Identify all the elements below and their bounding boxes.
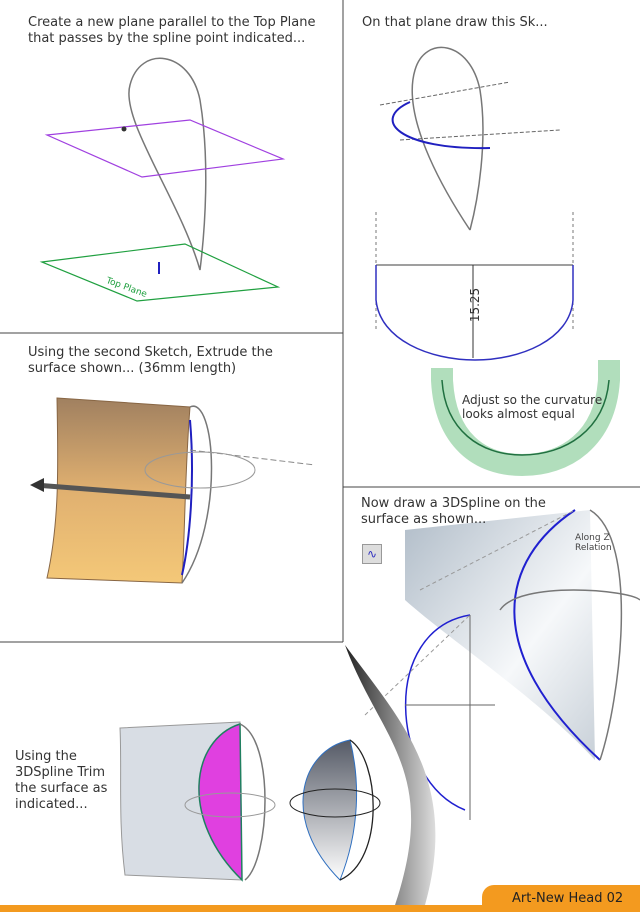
footer-label: Art-New Head 02	[512, 891, 624, 906]
step2-drawing	[375, 46, 620, 477]
footer-tab: Art-New Head 02	[482, 885, 640, 912]
step4-drawing	[364, 509, 640, 820]
relation-line2: Relation	[575, 543, 612, 553]
note-line1: Adjust so the curvature	[462, 393, 603, 407]
step5-drawing	[119, 721, 381, 882]
step4-line1: Now draw a 3DSpline on the	[361, 496, 546, 511]
step5-line4: indicated...	[15, 797, 88, 812]
step5-instruction: Using the 3DSpline Trim the surface as i…	[15, 749, 107, 813]
3d-spline-icon: ∿	[362, 544, 382, 564]
decorative-swoosh	[345, 645, 436, 905]
step1-instruction: Create a new plane parallel to the Top P…	[28, 15, 316, 47]
note-line2: looks almost equal	[462, 407, 575, 421]
step4-instruction: Now draw a 3DSpline on the surface as sh…	[361, 496, 546, 528]
step1-drawing	[39, 57, 286, 302]
step1-line2: that passes by the spline point indicate…	[28, 31, 306, 46]
panel-dividers	[0, 0, 640, 643]
step3-line1: Using the second Sketch, Extrude the	[28, 345, 273, 360]
relation-label: Along Z Relation	[575, 533, 612, 553]
step3-line2: surface shown... (36mm length)	[28, 361, 237, 376]
step5-line2: 3DSpline Trim	[15, 765, 106, 780]
relation-line1: Along Z	[575, 533, 610, 543]
step5-line3: the surface as	[15, 781, 108, 796]
step2-instruction: On that plane draw this Sk...	[362, 15, 548, 30]
dimension-label: 15.25	[468, 287, 483, 323]
curvature-note: Adjust so the curvature looks almost equ…	[462, 393, 602, 421]
step3-instruction: Using the second Sketch, Extrude the sur…	[28, 345, 273, 377]
step4-line2: surface as shown...	[361, 512, 487, 527]
step1-line1: Create a new plane parallel to the Top P…	[28, 15, 316, 30]
footer-bar	[0, 905, 640, 912]
step5-line1: Using the	[15, 749, 77, 764]
step3-drawing	[30, 397, 316, 584]
